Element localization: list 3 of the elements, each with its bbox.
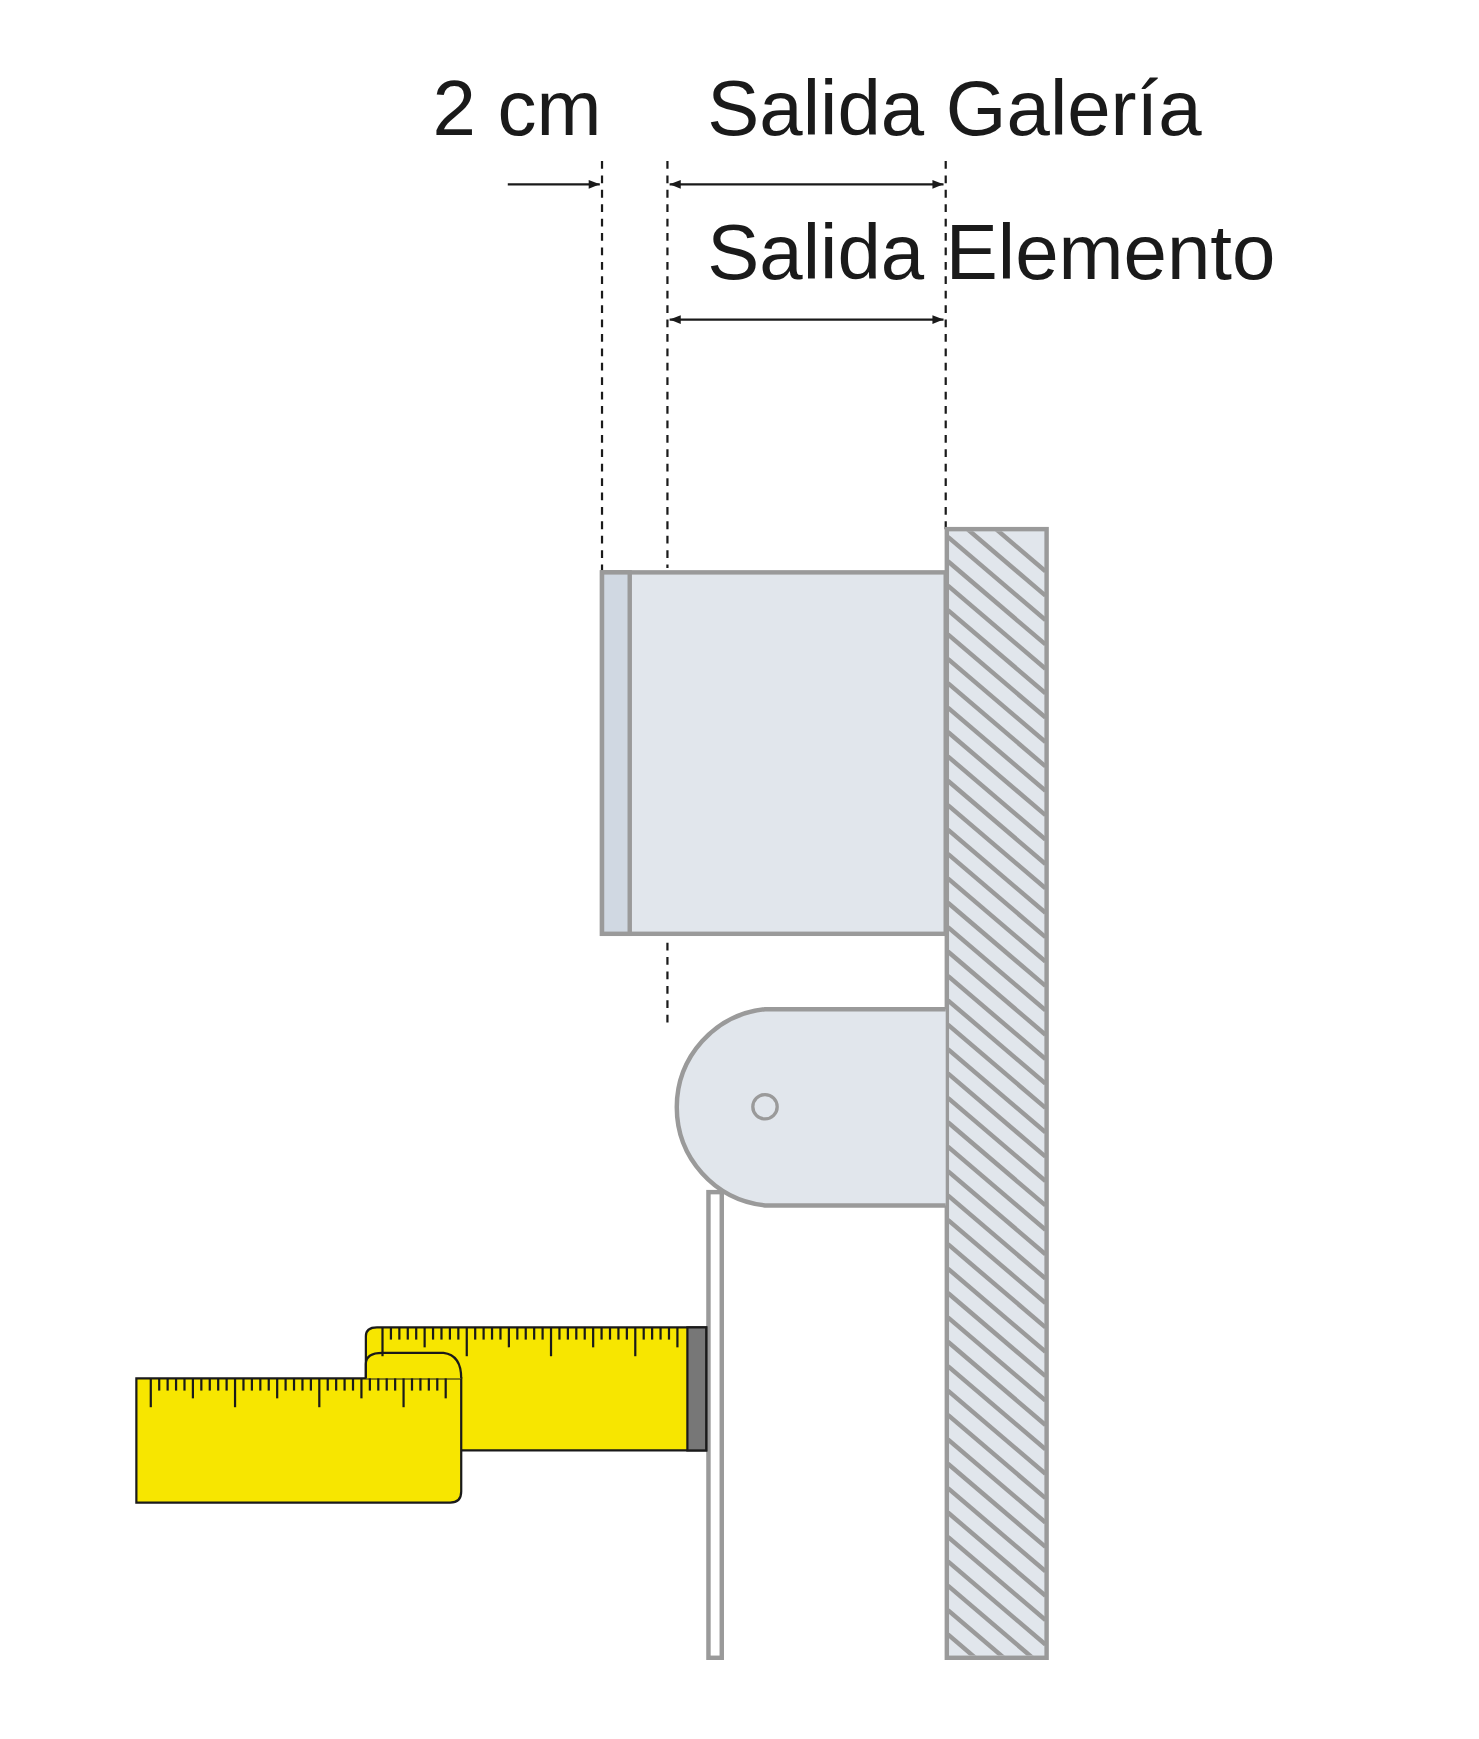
dimension-label: Salida Galería	[707, 68, 1202, 147]
dimension-label: Salida Elemento	[707, 212, 1276, 291]
dimension-label: 2 cm	[432, 68, 602, 147]
